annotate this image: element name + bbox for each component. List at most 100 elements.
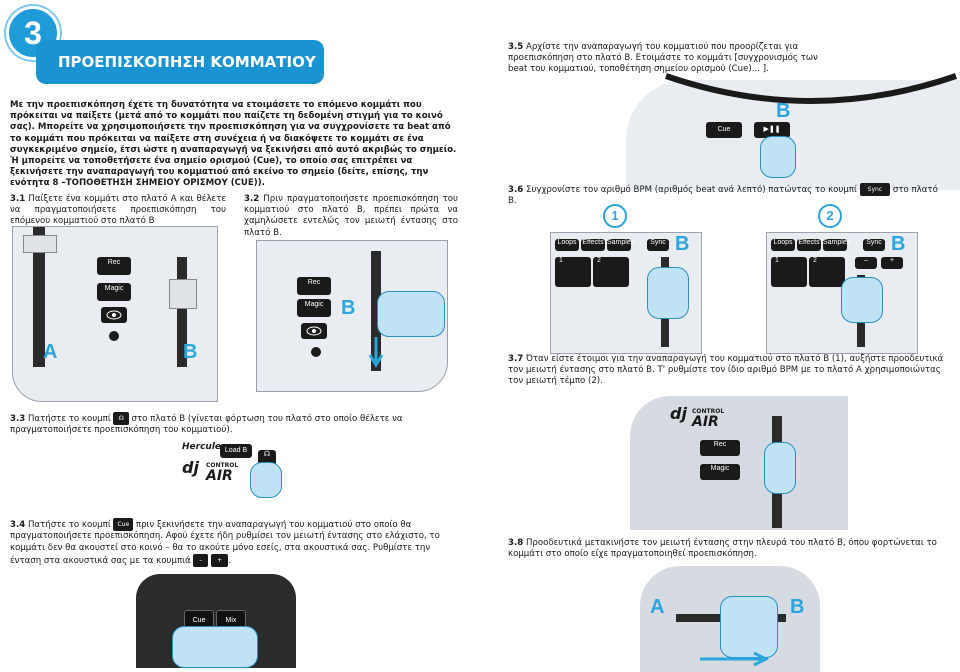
controller-illustration-3-1: Rec Magic A B [12,226,218,402]
brand-control: CONTROL [692,408,725,415]
rec-button: Rec [297,277,331,295]
deck-b-label: B [183,341,198,363]
step-number: 3.8 [508,538,524,548]
step-number: 3.2 [244,194,260,204]
circle-number-1: 1 [603,204,627,228]
step-3-5: 3.5 Αρχίστε την αναπαραγωγή του κομματιο… [508,42,830,76]
eye-icon [306,326,322,336]
step-text: Πατήστε το κουμπί [27,414,111,425]
brand-hercules: Hercules [182,442,227,452]
crossfader-illustration: A B [640,566,820,672]
play-pause-icon: ▶❚❚ [763,126,781,133]
section-title: ΠΡΟΕΠΙΣΚΟΠΗΣΗ ΚΟΜΜΑΤΙΟΥ [36,40,324,84]
headphone-icon: ☊ [263,451,271,458]
magic-button: Magic [700,464,740,480]
tempo-fader-a-track [33,227,45,367]
deck-a-label: A [650,596,665,618]
pad-1: 1 [555,257,591,287]
step-3-4: 3.4 Πατήστε το κουμπί Cue πριν ξεκινήσετ… [10,518,462,567]
cue-button: Cue [706,122,742,138]
brand-control: CONTROL [206,462,239,469]
plus-key: + [211,553,229,567]
platter-edge [665,73,957,104]
tempo-fader-a-cap [23,235,57,253]
sync-button: Sync [863,239,885,251]
eye-icon [106,310,122,320]
samples-button: Samples [607,239,634,251]
plus-button: + [881,257,903,269]
step-number: 3.4 [10,520,26,531]
sync-button: Sync [647,239,669,251]
deck-b-label: B [891,233,906,255]
step-text: στο πλατό B. [508,185,938,207]
tempo-fader-illustration: Loops Effects Samples Sync B 1 2 – + [766,232,918,354]
controller-illustration-3-2: Rec Magic B [256,240,448,392]
step-text: Πατήστε το κουμπί [27,520,111,531]
deck-b-label: B [776,100,791,122]
brand-dj: dj [182,458,199,477]
step-text: Παίξετε ένα κομμάτι στο πλατό A και θέλε… [10,194,227,227]
step-3-6: 3.6 Συγχρονίστε τον αριθμό BPM (αριθμός … [508,183,948,208]
intro-paragraph: Με την προεπισκόπηση έχετε τη δυνατότητα… [10,100,457,189]
load-b-button: Load B [220,444,252,458]
step-3-7: 3.7 Όταν είστε έτοιμοι για την αναπαραγω… [508,354,948,388]
hand-illustration [647,267,689,319]
step-text: Αρχίστε την αναπαραγωγή του κομματιού πο… [508,42,818,75]
step-end: . [228,555,231,566]
step-text: Όταν είστε έτοιμοι για την αναπαραγωγή τ… [508,354,944,387]
magic-button: Magic [297,299,331,317]
arrow-right-icon [700,651,770,667]
volume-fader-illustration: Loops Effects Samples Sync B 1 2 [550,232,702,354]
step-3-1: 3.1 Παίξετε ένα κομμάτι στο πλατό A και … [10,194,226,228]
magic-button: Magic [97,283,131,301]
step-text: Συγχρονίστε τον αριθμό BPM (αριθμός beat… [525,185,857,196]
step-3-8: 3.8 Προοδευτικά μετακινήστε τον μειωτή έ… [508,538,948,560]
gear-icon [311,347,321,357]
volume-fader-b-track [371,251,381,371]
step-3-3: 3.3 Πατήστε το κουμπί ☊ στο πλατό B (γίν… [10,412,462,437]
eye-button [101,307,127,323]
arrow-down-icon [368,337,384,368]
step-text: πριν ξεκινήσετε την αναπαραγωγή του κομμ… [10,520,440,566]
pad-1: 1 [771,257,807,287]
step-number: 3.6 [508,185,524,196]
cue-key: Cue [113,518,134,532]
hand-illustration [720,596,778,658]
rec-button: Rec [700,440,740,456]
pad-2: 2 [593,257,629,287]
controller-front-illustration: Cue Mix [136,574,296,668]
effects-button: Effects [797,239,821,251]
brand-air: AIR [206,468,233,484]
load-b-illustration: Hercules dj CONTROL AIR Load B ☊ [176,434,316,500]
brand-air: AIR [692,414,719,430]
loops-button: Loops [771,239,795,251]
deck-a-label: A [43,341,58,363]
tempo-fader-b-cap [169,279,197,309]
step-number: 3.1 [10,194,26,204]
minus-key: – [193,553,209,567]
step-number: 3.5 [508,42,524,52]
minus-button: – [855,257,877,269]
step-text: Πριν πραγματοποιήσετε προεπισκόπηση του … [244,194,459,238]
tempo-fader-b-track [177,257,187,367]
sync-key: Sync [859,183,891,197]
headphone-key-icon: ☊ [113,412,129,426]
deck-b-label: B [675,233,690,255]
gear-icon [109,331,119,341]
rec-button: Rec [97,257,131,275]
hand-illustration [764,442,796,494]
step-number: 3.7 [508,354,524,364]
pad-2: 2 [809,257,845,287]
step-text: Προοδευτικά μετακινήστε τον μειωτή έντασ… [508,538,937,560]
hand-illustration [377,291,445,337]
section-number-badge: 3 [6,6,60,60]
play-pause-button: ▶❚❚ [754,122,790,138]
samples-button: Samples [823,239,850,251]
controller-illustration-3-8: dj CONTROL AIR Rec Magic [630,396,848,530]
eye-button [301,323,327,339]
deck-b-label: B [790,596,805,618]
step-number: 3.3 [10,414,26,425]
loops-button: Loops [555,239,579,251]
effects-button: Effects [581,239,605,251]
deck-b-label: B [341,297,356,319]
